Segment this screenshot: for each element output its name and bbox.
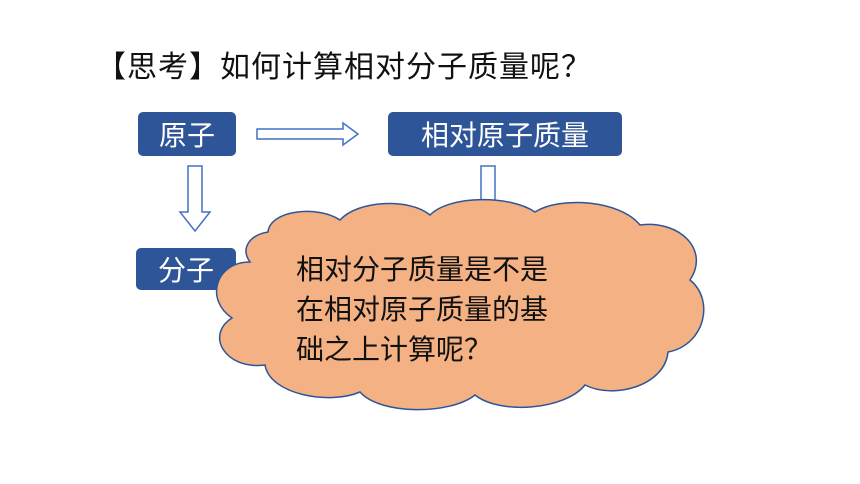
cloud-line: 相对分子质量是不是 [296,253,549,286]
cloud-shape [215,198,705,411]
arrow-right-icon [256,121,360,147]
page-title: 【思考】如何计算相对分子质量呢？ [96,50,592,85]
molecule-box: 分子 [136,248,236,290]
arrow-down-icon [178,165,212,233]
atom-box: 原子 [138,112,236,156]
cloud-line: 在相对原子质量的基 [296,293,549,326]
cloud-line: 础之上计算呢？ [296,333,493,366]
relative-atomic-mass-box: 相对原子质量 [388,112,622,156]
cloud-text: 相对分子质量是不是 在相对原子质量的基 础之上计算呢？ [296,250,606,370]
